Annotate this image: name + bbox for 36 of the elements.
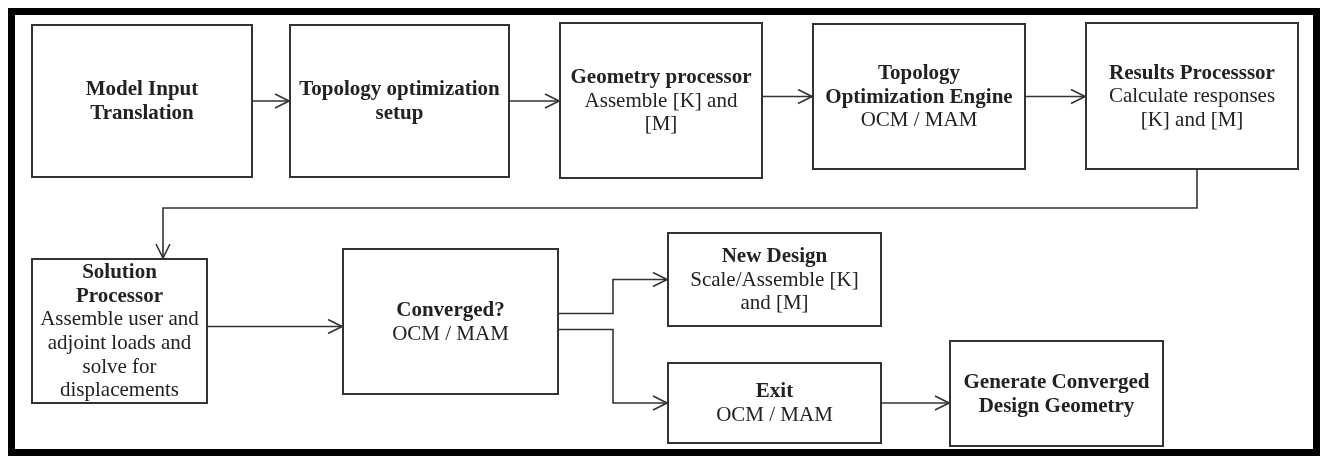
process-box	[289, 24, 510, 178]
box-text: Calculate responses [K] and [M]	[1107, 84, 1277, 132]
arrow	[252, 93, 290, 109]
box-heading: Geometry processor	[570, 65, 752, 89]
process-box	[667, 232, 882, 327]
process-box	[667, 362, 882, 444]
process-box	[31, 258, 208, 404]
process-box	[812, 23, 1026, 170]
arrow	[155, 169, 1198, 259]
box-text: OCM / MAM	[392, 321, 509, 345]
box-text: Scale/Assemble [K] and [M]	[689, 267, 860, 315]
box-text: Assemble [K] and [M]	[584, 88, 738, 136]
process-box	[559, 22, 763, 179]
arrow	[509, 93, 560, 109]
box-heading: Results Processsor	[1109, 60, 1275, 85]
box-heading: Model Input Translation	[84, 77, 200, 125]
box-heading: Topology Optimization Engine	[824, 61, 1014, 109]
box-heading: Exit	[755, 379, 794, 403]
process-box	[949, 340, 1164, 447]
arrow	[762, 88, 813, 105]
arrow	[1025, 88, 1086, 105]
box-heading: Topology optimization setup	[298, 77, 501, 125]
box-text: OCM / MAM	[716, 403, 833, 427]
process-box	[342, 248, 559, 395]
box-text: Assemble user and adjoint loads and solve for displacements	[39, 307, 200, 402]
box-heading: Generate Converged Design Geometry	[962, 370, 1151, 417]
process-box	[1085, 22, 1299, 170]
box-text: OCM / MAM	[860, 108, 978, 132]
process-box	[31, 24, 253, 178]
box-heading: New Design	[721, 244, 828, 268]
arrow	[881, 395, 950, 411]
box-heading: Converged?	[396, 298, 505, 322]
arrow	[558, 271, 668, 315]
box-heading: Solution Processor	[74, 260, 165, 308]
arrow	[207, 318, 343, 335]
arrow	[558, 328, 668, 411]
